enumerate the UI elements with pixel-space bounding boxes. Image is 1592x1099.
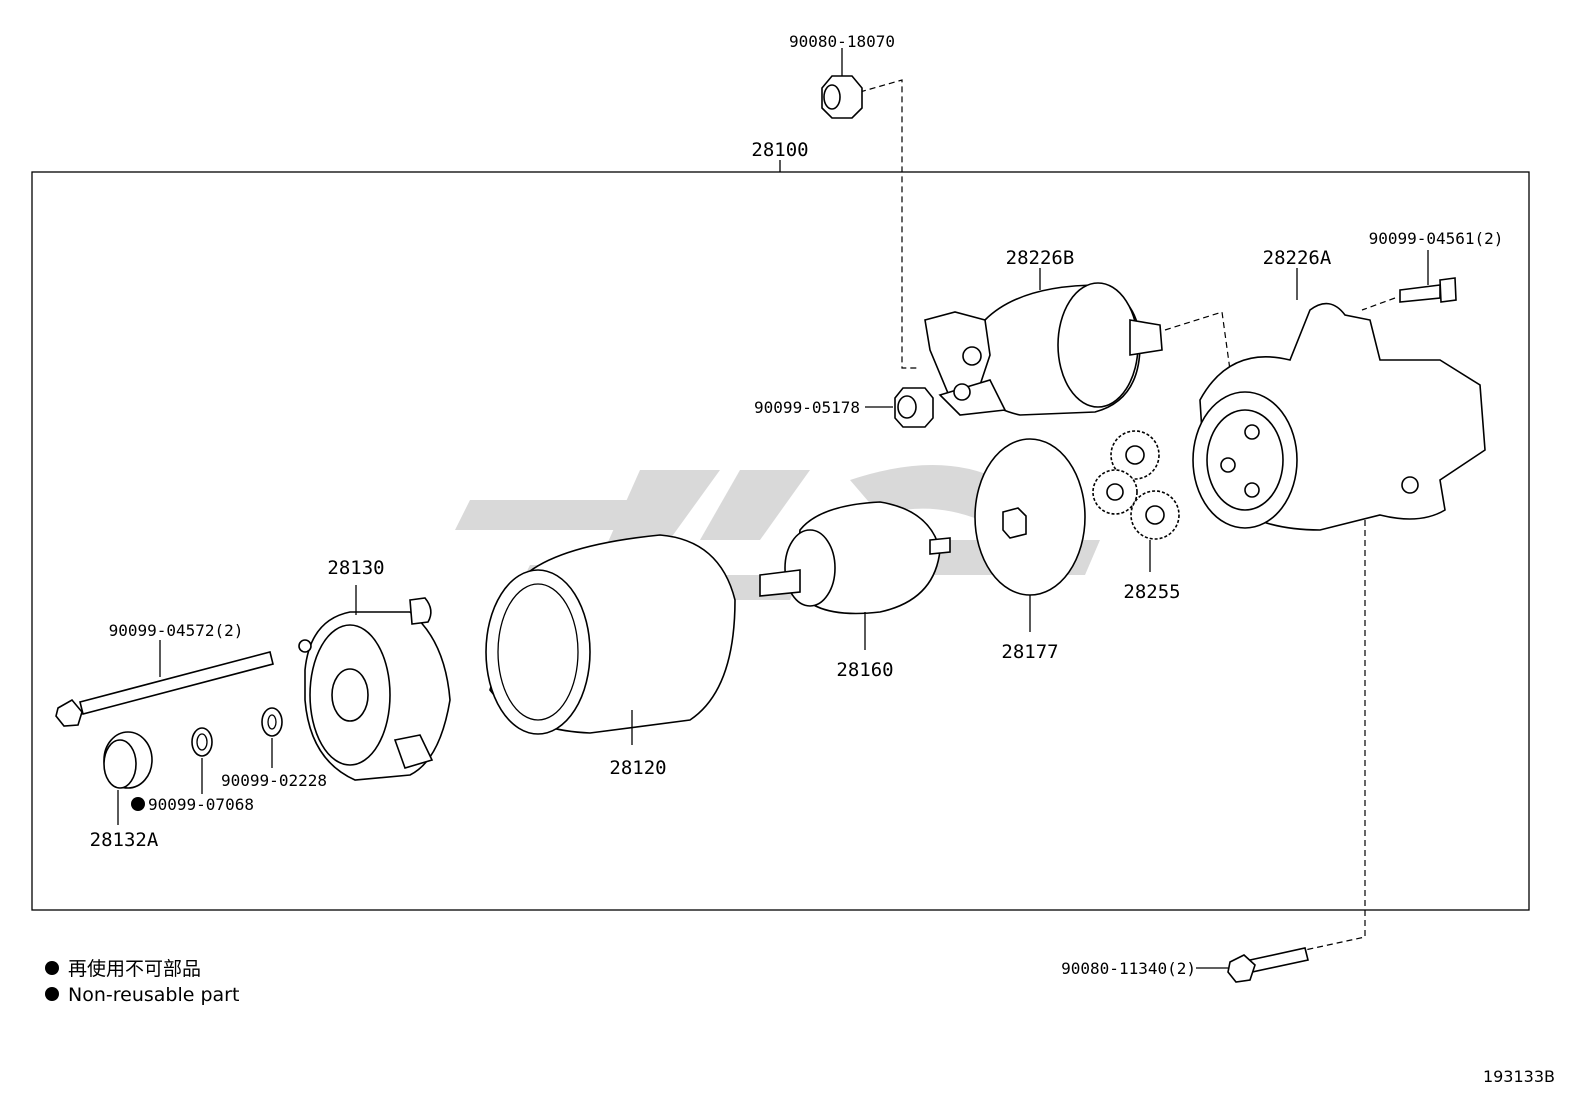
disc-28177 bbox=[974, 438, 1086, 632]
label-90099-04572: 90099-04572(2) bbox=[109, 621, 244, 640]
label-28226A: 28226A bbox=[1263, 247, 1332, 269]
legend-bullet-icon bbox=[45, 987, 59, 1001]
legend-text-jp: 再使用不可部品 bbox=[68, 958, 201, 980]
guide-lines bbox=[859, 79, 1396, 951]
diagram-code: 193133B bbox=[1483, 1067, 1555, 1086]
solenoid-28226B bbox=[924, 268, 1163, 416]
legend-text-en: Non-reusable part bbox=[68, 984, 239, 1006]
label-90080-11340: 90080-11340(2) bbox=[1061, 959, 1196, 978]
non-reusable-bullet-icon bbox=[131, 797, 145, 811]
cap-28132A bbox=[103, 731, 153, 825]
housing-28226A bbox=[1192, 268, 1486, 531]
label-90099-04561: 90099-04561(2) bbox=[1369, 229, 1504, 248]
label-28120: 28120 bbox=[609, 757, 666, 779]
legend-bullet-icon bbox=[45, 961, 59, 975]
bolt-90080-11340 bbox=[1196, 947, 1309, 983]
label-28177: 28177 bbox=[1001, 641, 1058, 663]
label-28132A: 28132A bbox=[90, 829, 159, 851]
nut-90099-05178 bbox=[865, 387, 934, 428]
legend: 再使用不可部品 Non-reusable part bbox=[45, 958, 239, 1006]
label-90099-02228: 90099-02228 bbox=[221, 771, 327, 790]
label-90080-18070: 90080-18070 bbox=[789, 32, 895, 51]
yoke-28120 bbox=[485, 534, 736, 745]
armature-28160 bbox=[759, 501, 951, 650]
end-frame-28130 bbox=[298, 585, 451, 781]
nut-90080-18070 bbox=[821, 48, 863, 119]
label-90099-05178: 90099-05178 bbox=[754, 398, 860, 417]
label-28160: 28160 bbox=[836, 659, 893, 681]
planetary-gears-28255 bbox=[1092, 430, 1180, 572]
label-28226B: 28226B bbox=[1006, 247, 1075, 269]
assembly-frame bbox=[31, 160, 1530, 911]
label-28130: 28130 bbox=[327, 557, 384, 579]
ring-90099-07068 bbox=[191, 727, 213, 794]
label-28255: 28255 bbox=[1123, 581, 1180, 603]
washer-90099-02228 bbox=[261, 707, 283, 768]
bolt-90099-04561 bbox=[1399, 250, 1457, 303]
label-90099-07068: 90099-07068 bbox=[148, 795, 254, 814]
label-assembly-28100: 28100 bbox=[751, 139, 808, 161]
through-bolt-90099-04572 bbox=[55, 640, 274, 727]
